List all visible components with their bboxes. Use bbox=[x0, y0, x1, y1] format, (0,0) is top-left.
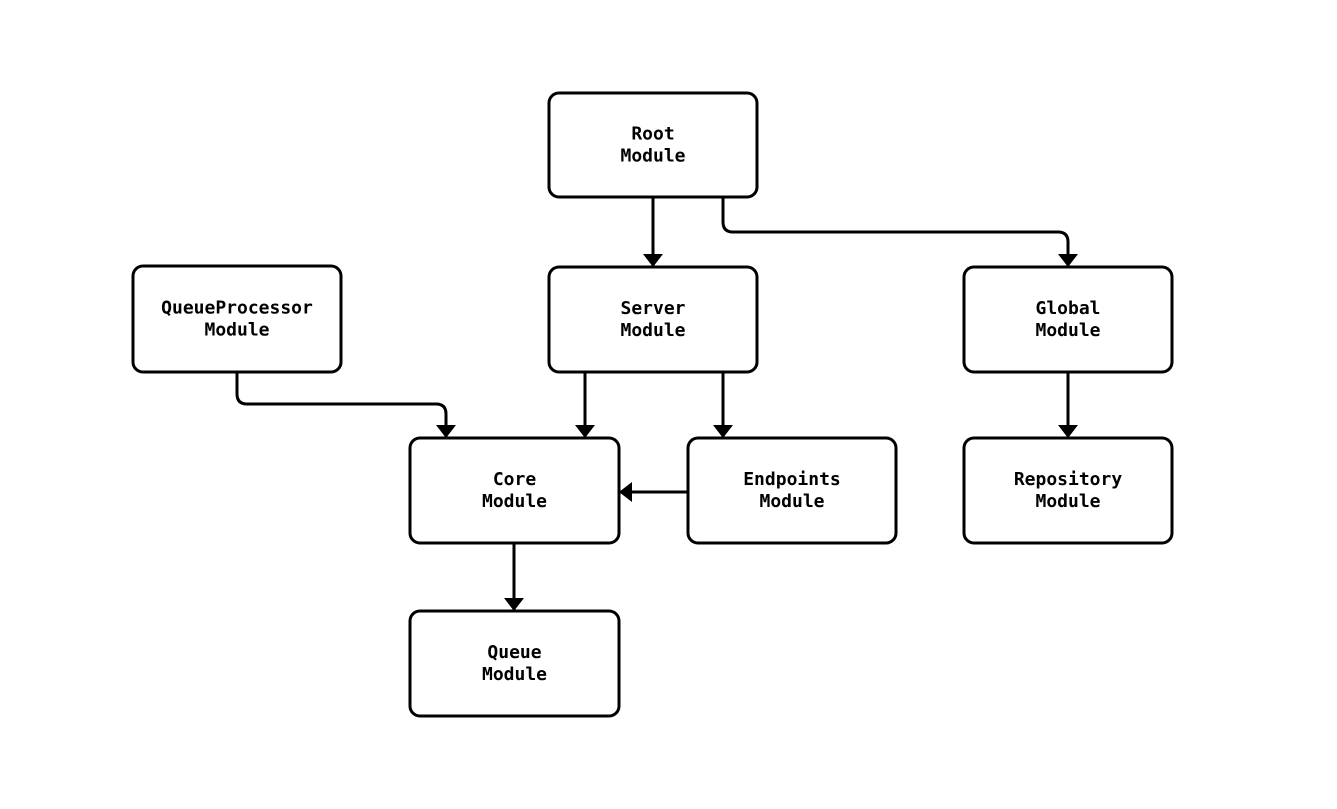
node-core-module-box bbox=[408, 436, 621, 545]
node-server-module-box bbox=[547, 265, 759, 374]
node-global-module-box bbox=[962, 265, 1174, 374]
edge-root-module-to-global-module bbox=[721, 197, 1078, 267]
node-queue-module-box bbox=[408, 609, 621, 718]
node-repository-module-box bbox=[962, 436, 1174, 545]
node-endpoints-module-box bbox=[686, 436, 898, 545]
node-root-module-box bbox=[547, 91, 759, 199]
node-queueprocessor-module-box bbox=[131, 264, 343, 374]
edge-queueprocessor-module-to-core-module bbox=[235, 372, 456, 438]
